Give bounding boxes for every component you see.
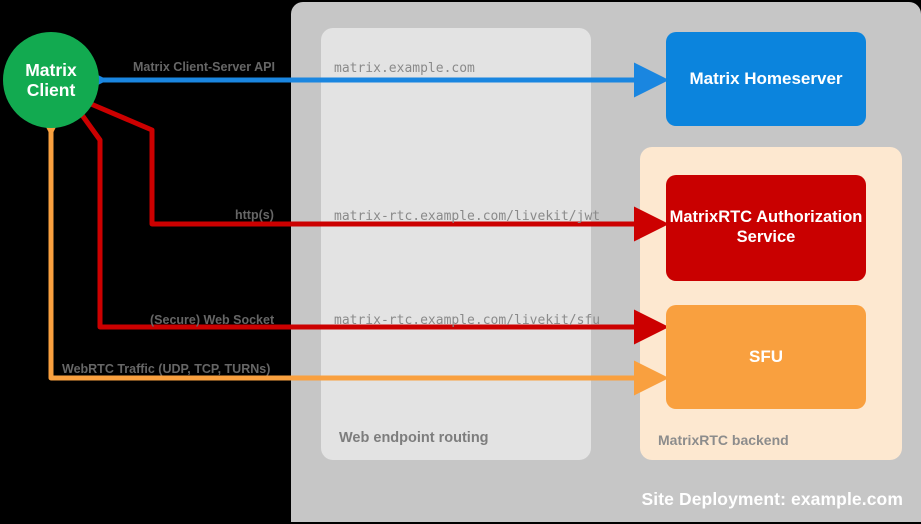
matrixrtc-backend-label: MatrixRTC backend xyxy=(658,432,789,448)
site-deployment-label: Site Deployment: example.com xyxy=(641,489,903,509)
node-matrix-homeserver[interactable]: Matrix Homeserver xyxy=(666,32,866,126)
edge-label-websocket: (Secure) Web Socket xyxy=(150,313,275,327)
node-matrixrtc-authorization-service[interactable]: MatrixRTC Authorization Service xyxy=(666,175,866,281)
endpoint-url-jwt: matrix-rtc.example.com/livekit/jwt xyxy=(334,209,601,224)
web-endpoint-routing-panel: Web endpoint routing xyxy=(321,28,591,460)
node-sfu[interactable]: SFU xyxy=(666,305,866,409)
edge-label-cs-api: Matrix Client-Server API xyxy=(133,60,275,74)
matrix-client-label-line1: Matrix xyxy=(25,59,77,80)
edge-label-https: http(s) xyxy=(235,208,274,222)
node-matrix-client[interactable]: Matrix Client xyxy=(3,32,99,128)
web-endpoint-routing-label: Web endpoint routing xyxy=(339,430,489,446)
endpoint-url-sfu: matrix-rtc.example.com/livekit/sfu xyxy=(334,313,601,328)
edge-label-webrtc: WebRTC Traffic (UDP, TCP, TURNs) xyxy=(62,362,271,376)
matrix-client-label-line2: Client xyxy=(26,80,76,100)
endpoint-url-matrix: matrix.example.com xyxy=(334,61,475,76)
